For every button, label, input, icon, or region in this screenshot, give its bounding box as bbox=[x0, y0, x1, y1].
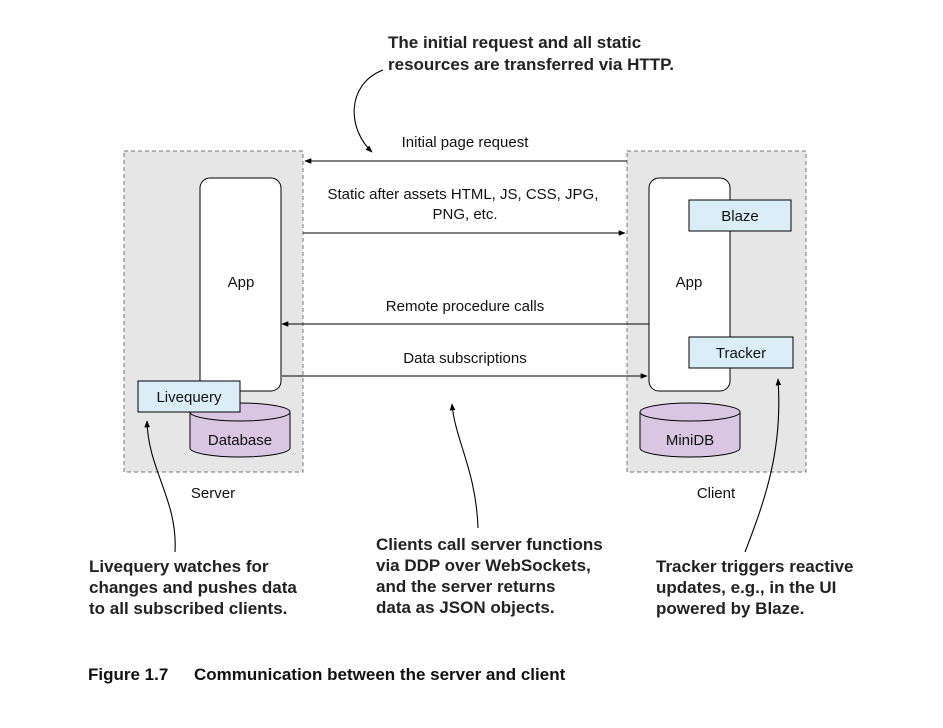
flow-static-assets-label: Static after assets HTML, JS, CSS, JPG, … bbox=[327, 186, 602, 223]
figure-caption-number: Figure 1.7 bbox=[88, 665, 168, 684]
flow-initial-request-label: Initial page request bbox=[402, 134, 530, 151]
server-app-label: App bbox=[228, 274, 255, 291]
flow-rpc-label: Remote procedure calls bbox=[386, 298, 544, 315]
figure-caption-text: Communication between the server and cli… bbox=[194, 665, 566, 684]
blaze-box bbox=[688, 199, 792, 232]
tracker-box bbox=[688, 336, 794, 369]
note-http-pointer bbox=[353, 69, 384, 153]
flow-subscriptions-label: Data subscriptions bbox=[403, 350, 526, 367]
note-ddp-pointer bbox=[449, 403, 479, 529]
note-livequery: Livequery watches for changes and pushes… bbox=[89, 557, 302, 618]
client-minidb: MiniDB bbox=[639, 402, 741, 458]
server-label: Server bbox=[191, 485, 235, 502]
client-app-label: App bbox=[676, 274, 703, 291]
livequery-box bbox=[137, 380, 241, 413]
note-tracker: Tracker triggers reactive updates, e.g.,… bbox=[656, 557, 858, 618]
tracker-label: Tracker bbox=[716, 345, 766, 362]
note-tracker-pointer bbox=[744, 378, 782, 553]
note-ddp: Clients call server functions via DDP ov… bbox=[376, 535, 607, 617]
note-http: The initial request and all static resou… bbox=[388, 33, 674, 74]
server-database-label: Database bbox=[208, 432, 272, 449]
livequery-label: Livequery bbox=[156, 389, 222, 406]
note-livequery-pointer bbox=[144, 420, 176, 553]
client-label: Client bbox=[697, 485, 736, 502]
blaze-label: Blaze bbox=[721, 208, 759, 225]
client-minidb-label: MiniDB bbox=[666, 432, 714, 449]
